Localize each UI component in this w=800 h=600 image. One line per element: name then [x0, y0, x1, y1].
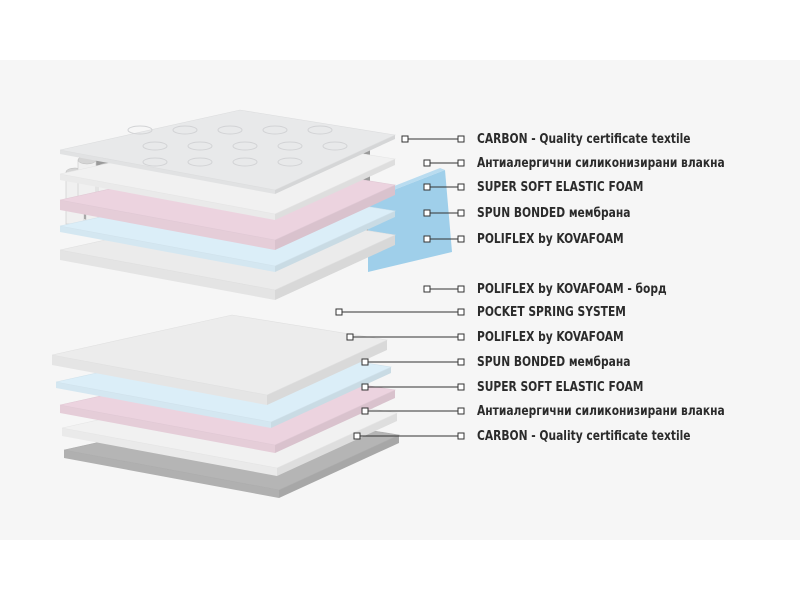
layer-7-right-side — [267, 340, 387, 405]
layer-4-right-side — [275, 235, 395, 300]
layer-8-right-side — [271, 367, 391, 428]
leader-end-marker-6 — [457, 308, 465, 316]
layer-7-front-side — [52, 355, 267, 405]
layer-label: SUPER SOFT ELASTIC FOAM — [477, 379, 644, 395]
layer-label: Антиалергични силиконизирани влакна — [477, 403, 725, 419]
quilt-pattern — [277, 157, 303, 167]
layer-label: SPUN BONDED мембрана — [477, 354, 631, 370]
leader-end-marker-5 — [457, 285, 465, 293]
quilt-pattern — [127, 125, 153, 135]
layer-label: CARBON - Quality certificate textile — [477, 131, 691, 147]
quilt-pattern — [232, 141, 258, 151]
leader-start-marker-5 — [423, 285, 431, 293]
layer-9-front-side — [60, 405, 275, 453]
layer-3-right-side — [275, 211, 395, 272]
quilt-pattern — [277, 141, 303, 151]
layer-label: SUPER SOFT ELASTIC FOAM — [477, 179, 644, 195]
quilt-pattern — [142, 157, 168, 167]
leader-end-marker-1 — [457, 159, 465, 167]
quilt-pattern — [172, 125, 198, 135]
layer-2-right-side — [275, 185, 395, 250]
leader-end-marker-10 — [457, 407, 465, 415]
leader-end-marker-0 — [457, 135, 465, 143]
layer-0 — [59, 109, 397, 191]
layer-0-front-side — [60, 150, 275, 194]
layer-label: POLIFLEX by KOVAFOAM — [477, 329, 624, 345]
layer-8-front-side — [56, 382, 271, 428]
layer-11-right-side — [279, 435, 399, 498]
layer-2-front-side — [60, 200, 275, 250]
leader-start-marker-1 — [423, 159, 431, 167]
leader-start-marker-2 — [423, 183, 431, 191]
leader-start-marker-8 — [361, 358, 369, 366]
leader-start-marker-6 — [335, 308, 343, 316]
leader-end-marker-11 — [457, 432, 465, 440]
layer-11-front-side — [64, 450, 279, 498]
quilt-pattern — [187, 157, 213, 167]
leader-start-marker-3 — [423, 209, 431, 217]
layer-label: POLIFLEX by KOVAFOAM - борд — [477, 281, 667, 297]
layer-label: POLIFLEX by KOVAFOAM — [477, 231, 624, 247]
layer-label: SPUN BONDED мембрана — [477, 205, 631, 221]
layer-3-front-side — [60, 226, 275, 272]
layer-0-right-side — [275, 135, 395, 194]
leader-start-marker-4 — [423, 235, 431, 243]
leader-start-marker-9 — [361, 383, 369, 391]
quilt-pattern — [307, 125, 333, 135]
layer-label: Антиалергични силиконизирани влакна — [477, 155, 725, 171]
quilt-pattern — [217, 125, 243, 135]
layer-label: POCKET SPRING SYSTEM — [477, 304, 626, 320]
quilt-pattern — [142, 141, 168, 151]
leader-end-marker-7 — [457, 333, 465, 341]
layer-9-right-side — [275, 390, 395, 453]
leader-end-marker-2 — [457, 183, 465, 191]
layer-label: CARBON - Quality certificate textile — [477, 428, 691, 444]
leader-start-marker-0 — [401, 135, 409, 143]
leader-end-marker-9 — [457, 383, 465, 391]
leader-end-marker-3 — [457, 209, 465, 217]
quilt-pattern — [322, 141, 348, 151]
layer-1-front-side — [60, 174, 275, 220]
leader-start-marker-7 — [346, 333, 354, 341]
leader-end-marker-4 — [457, 235, 465, 243]
layer-4-front-side — [60, 250, 275, 300]
layer-10-right-side — [277, 413, 397, 476]
leader-start-marker-10 — [361, 407, 369, 415]
layer-1-right-side — [275, 159, 395, 220]
quilt-pattern — [262, 125, 288, 135]
quilt-pattern — [187, 141, 213, 151]
leader-start-marker-11 — [353, 432, 361, 440]
layer-7 — [51, 314, 389, 396]
leader-end-marker-8 — [457, 358, 465, 366]
quilt-pattern — [232, 157, 258, 167]
layer-10-front-side — [62, 428, 277, 476]
